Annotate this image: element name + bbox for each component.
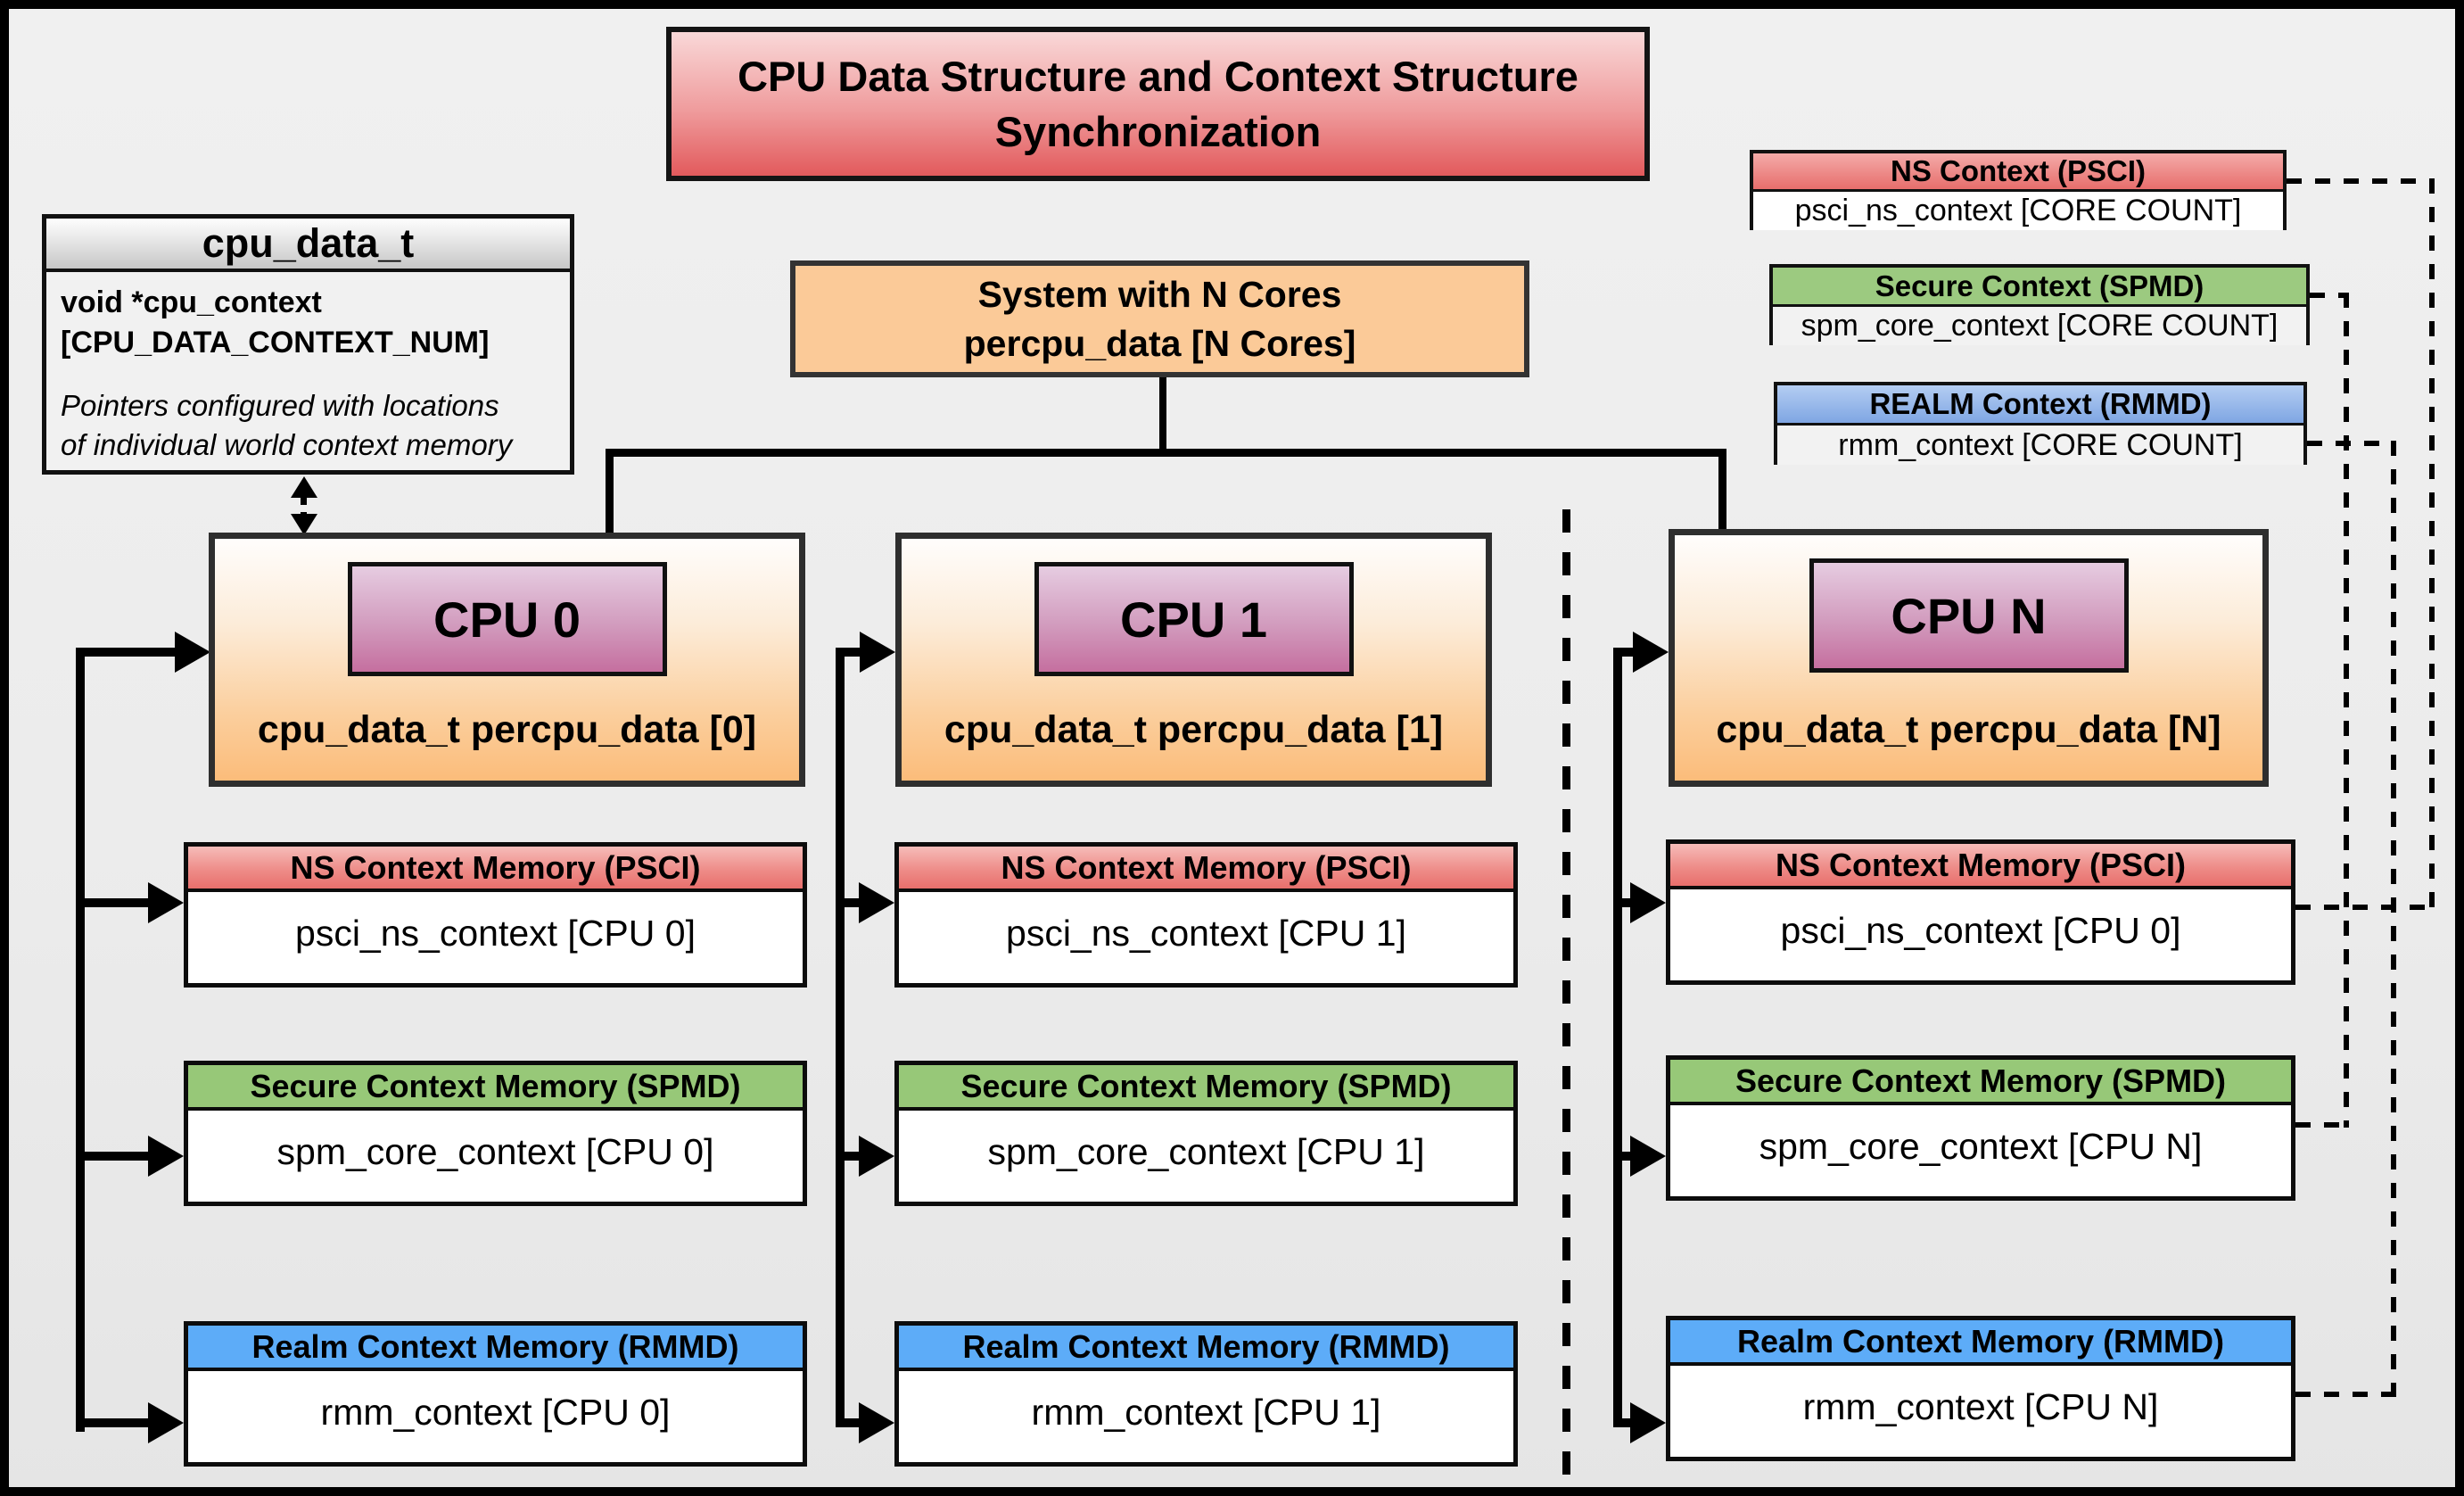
cpu-data-t-header: cpu_data_t	[46, 219, 570, 272]
ctx-ns-cpu1-body: psci_ns_context [CPU 1]	[1006, 912, 1406, 954]
dashed-secure-into-ctx	[2295, 1122, 2349, 1128]
arrowhead-col2-realm	[859, 1402, 894, 1443]
connector-col3-branch-realm	[1613, 1418, 1632, 1427]
connector-col1-trunk	[76, 648, 85, 1432]
arrowhead-col2-cpu	[860, 632, 895, 673]
arrowhead-sync-up	[291, 476, 317, 498]
ctx-ns-cpun-header: NS Context Memory (PSCI)	[1670, 844, 2291, 889]
ctx-ns-cpu1-header: NS Context Memory (PSCI)	[899, 847, 1513, 892]
connector-col1-branch-cpu	[76, 648, 175, 657]
ctx-realm-cpu0-body: rmm_context [CPU 0]	[320, 1391, 671, 1433]
legend-secure-header: Secure Context (SPMD)	[1773, 268, 2306, 307]
ctx-ns-cpu1: NS Context Memory (PSCI) psci_ns_context…	[894, 842, 1518, 988]
cpu0-label: cpu_data_t percpu_data [0]	[257, 708, 757, 751]
ctx-realm-cpun-body: rmm_context [CPU N]	[1802, 1385, 2159, 1427]
connector-col2-branch-secure	[836, 1152, 859, 1161]
connector-col3-branch-secure	[1613, 1152, 1632, 1161]
connector-system-vertical	[1159, 376, 1166, 454]
connector-col1-branch-secure	[76, 1152, 150, 1161]
ctx-secure-cpun-body: spm_core_context [CPU N]	[1759, 1125, 2203, 1167]
legend-realm-body: rmm_context [CORE COUNT]	[1777, 426, 2303, 465]
connector-col3-branch-cpu	[1613, 648, 1635, 657]
arrowhead-col3-ns	[1630, 882, 1666, 923]
ctx-secure-cpun: Secure Context Memory (SPMD) spm_core_co…	[1666, 1055, 2295, 1201]
cpu0-chip: CPU 0	[347, 562, 667, 676]
dashed-secure-vertical	[2344, 293, 2349, 1128]
legend-ns-body: psci_ns_context [CORE COUNT]	[1753, 192, 2283, 230]
legend-realm-header: REALM Context (RMMD)	[1777, 385, 2303, 426]
ctx-realm-cpun-header: Realm Context Memory (RMMD)	[1670, 1320, 2291, 1366]
dashed-ns-vertical	[2429, 178, 2435, 910]
arrowhead-col2-ns	[859, 882, 894, 923]
dashed-realm-vertical	[2391, 441, 2396, 1397]
connector-col2-trunk	[836, 648, 845, 1427]
arrowhead-col1-cpu	[175, 632, 210, 673]
system-line-1: System with N Cores	[977, 273, 1342, 315]
arrowhead-col1-realm	[148, 1402, 184, 1443]
connector-col3-branch-ns	[1613, 898, 1632, 907]
connector-col2-branch-cpu	[836, 648, 861, 657]
connector-bus-horizontal	[606, 449, 1726, 457]
ctx-secure-cpu0: Secure Context Memory (SPMD) spm_core_co…	[184, 1061, 807, 1206]
arrowhead-col1-ns	[148, 882, 184, 923]
legend-realm-box: REALM Context (RMMD) rmm_context [CORE C…	[1774, 382, 2307, 465]
connector-col2-branch-realm	[836, 1418, 859, 1427]
system-box: System with N Cores percpu_data [N Cores…	[790, 260, 1529, 377]
cpun-label: cpu_data_t percpu_data [N]	[1716, 708, 2221, 751]
ctx-realm-cpu0: Realm Context Memory (RMMD) rmm_context …	[184, 1321, 807, 1467]
ctx-realm-cpu1: Realm Context Memory (RMMD) rmm_context …	[894, 1321, 1518, 1467]
ctx-secure-cpu0-header: Secure Context Memory (SPMD)	[188, 1065, 803, 1111]
ctx-ns-cpun: NS Context Memory (PSCI) psci_ns_context…	[1666, 839, 2295, 985]
arrowhead-col1-secure	[148, 1136, 184, 1177]
ctx-secure-cpu0-body: spm_core_context [CPU 0]	[276, 1130, 714, 1172]
legend-secure-box: Secure Context (SPMD) spm_core_context […	[1769, 264, 2310, 345]
cpu-data-t-note: Pointers configured with locations of in…	[61, 389, 513, 461]
ctx-secure-cpu1-header: Secure Context Memory (SPMD)	[899, 1065, 1513, 1111]
arrowhead-sync-down	[291, 514, 317, 535]
connector-col2-branch-ns	[836, 898, 859, 907]
arrowhead-col2-secure	[859, 1136, 894, 1177]
ctx-realm-cpu0-header: Realm Context Memory (RMMD)	[188, 1326, 803, 1371]
cpun-box: CPU N cpu_data_t percpu_data [N]	[1669, 529, 2269, 787]
ctx-secure-cpu1: Secure Context Memory (SPMD) spm_core_co…	[894, 1061, 1518, 1206]
diagram-title-line-1: CPU Data Structure and Context Structure	[738, 52, 1578, 100]
ctx-realm-cpu1-header: Realm Context Memory (RMMD)	[899, 1326, 1513, 1371]
connector-bus-drop-cpu0	[606, 449, 614, 535]
dashed-realm-into-ctx	[2295, 1392, 2396, 1397]
legend-ns-header: NS Context (PSCI)	[1753, 153, 2283, 192]
cpu-data-t-box: cpu_data_t void *cpu_context [CPU_DATA_C…	[42, 214, 574, 475]
dashed-secure-legend-out	[2310, 293, 2349, 298]
system-line-2: percpu_data [N Cores]	[963, 322, 1356, 364]
cpu0-box: CPU 0 cpu_data_t percpu_data [0]	[209, 533, 805, 787]
ctx-realm-cpu1-body: rmm_context [CPU 1]	[1031, 1391, 1381, 1433]
dashed-ns-into-ctx	[2295, 905, 2435, 910]
dashed-separator	[1562, 509, 1570, 1487]
connector-bus-drop-cpun	[1718, 449, 1726, 533]
diagram-title-line-2: Synchronization	[994, 107, 1322, 155]
connector-col1-branch-ns	[76, 898, 150, 907]
diagram-title: CPU Data Structure and Context Structure…	[666, 27, 1650, 181]
dashed-realm-legend-out	[2307, 441, 2396, 446]
arrowhead-col3-cpu	[1633, 632, 1669, 673]
arrowhead-col3-realm	[1630, 1402, 1666, 1443]
ctx-ns-cpun-body: psci_ns_context [CPU 0]	[1780, 909, 2181, 951]
ctx-secure-cpun-header: Secure Context Memory (SPMD)	[1670, 1060, 2291, 1105]
connector-sync-dashed	[301, 498, 307, 514]
cpu-data-t-field: void *cpu_context [CPU_DATA_CONTEXT_NUM]	[61, 285, 490, 360]
ctx-ns-cpu0-body: psci_ns_context [CPU 0]	[295, 912, 696, 954]
ctx-ns-cpu0: NS Context Memory (PSCI) psci_ns_context…	[184, 842, 807, 988]
ctx-realm-cpun: Realm Context Memory (RMMD) rmm_context …	[1666, 1316, 2295, 1461]
legend-ns-box: NS Context (PSCI) psci_ns_context [CORE …	[1750, 150, 2287, 230]
ctx-secure-cpu1-body: spm_core_context [CPU 1]	[987, 1130, 1425, 1172]
cpu1-box: CPU 1 cpu_data_t percpu_data [1]	[895, 533, 1492, 787]
ctx-ns-cpu0-header: NS Context Memory (PSCI)	[188, 847, 803, 892]
cpu1-label: cpu_data_t percpu_data [1]	[944, 708, 1444, 751]
connector-col1-branch-realm	[76, 1418, 150, 1427]
connector-col3-trunk	[1613, 648, 1622, 1427]
cpu1-chip: CPU 1	[1034, 562, 1354, 676]
cpun-chip: CPU N	[1809, 558, 2129, 673]
legend-secure-body: spm_core_context [CORE COUNT]	[1773, 307, 2306, 345]
dashed-ns-legend-out	[2287, 178, 2435, 184]
arrowhead-col3-secure	[1630, 1136, 1666, 1177]
